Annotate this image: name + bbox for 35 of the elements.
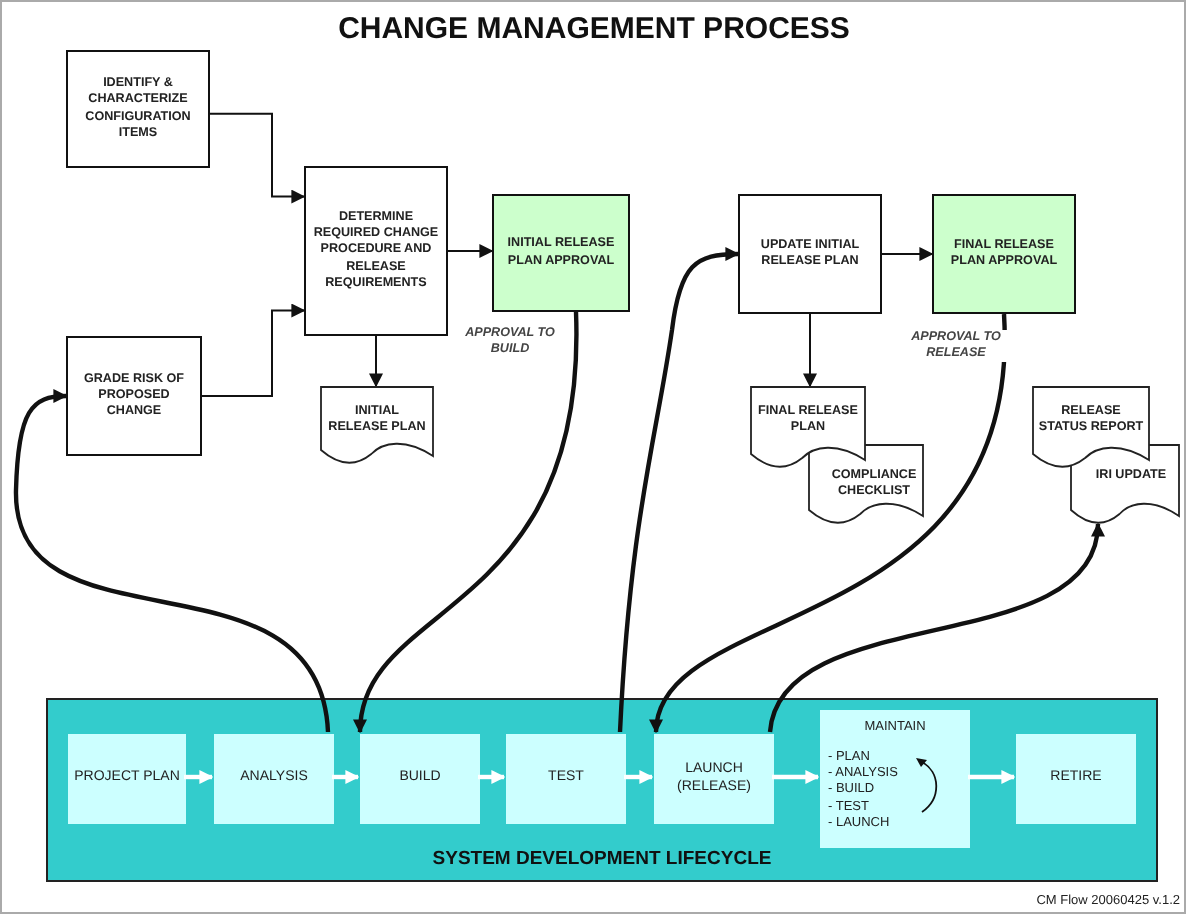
arrow — [652, 313, 1007, 734]
band-title: SYSTEM DEVELOPMENT LIFECYCLE — [430, 848, 774, 870]
flow-arrow — [184, 770, 214, 784]
process-box — [66, 50, 210, 168]
arrow — [447, 244, 494, 258]
arrow — [201, 303, 306, 397]
arrow — [617, 247, 740, 733]
arrow — [209, 112, 306, 204]
document-shape — [808, 444, 924, 526]
stage-box — [820, 710, 970, 848]
stage-box — [68, 734, 186, 824]
process-box — [66, 336, 202, 456]
document-shape — [320, 386, 434, 466]
flow-arrow — [772, 770, 820, 784]
arrow — [354, 311, 579, 734]
process-box — [492, 194, 630, 312]
document-shape — [750, 386, 866, 470]
arrow — [803, 313, 817, 388]
process-box — [738, 194, 882, 314]
process-box — [932, 194, 1076, 314]
diagram-title: CHANGE MANAGEMENT PROCESS — [336, 12, 852, 46]
flow-arrow — [968, 770, 1016, 784]
flow-arrow — [478, 770, 506, 784]
process-box — [304, 166, 448, 336]
arrow — [13, 389, 331, 733]
flow-arrow — [332, 770, 360, 784]
stage-box — [214, 734, 334, 824]
arrow — [881, 247, 934, 261]
stage-box — [654, 734, 774, 824]
stage-box — [360, 734, 480, 824]
stage-box — [1016, 734, 1136, 824]
arrow — [369, 335, 383, 388]
lifecycle-band — [46, 698, 1158, 882]
flow-arrow — [624, 770, 654, 784]
stage-box — [506, 734, 626, 824]
